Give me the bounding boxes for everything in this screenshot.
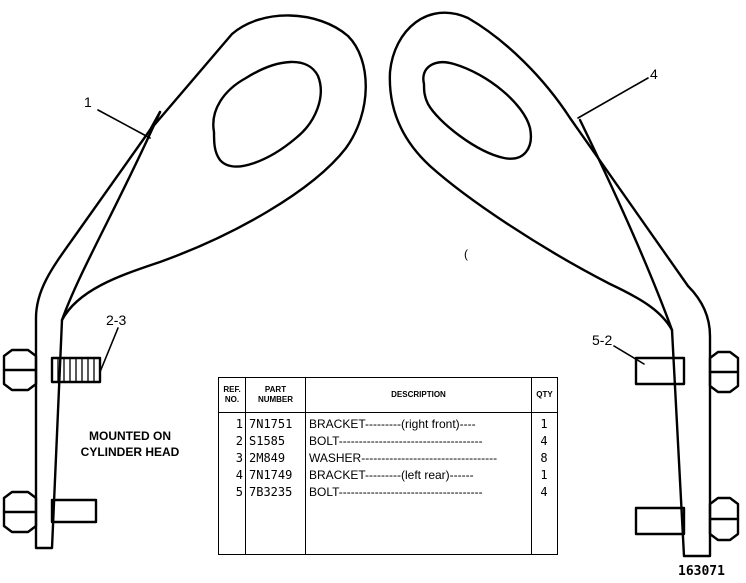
right-upper-bolt bbox=[634, 350, 740, 394]
cell-part-number: S1585 bbox=[249, 434, 286, 448]
callout-1: 1 bbox=[84, 94, 92, 110]
table-row: 3 2M849 WASHER--------------------------… bbox=[219, 451, 557, 468]
cell-ref: 3 bbox=[235, 451, 243, 465]
cell-qty: 4 bbox=[540, 485, 548, 499]
left-lower-bolt bbox=[2, 490, 98, 534]
header-description: DESCRIPTION bbox=[391, 390, 446, 399]
left-bracket bbox=[34, 14, 367, 550]
table-row: 1 7N1751 BRACKET---------(right front)--… bbox=[219, 417, 557, 434]
mounting-note: MOUNTED ON CYLINDER HEAD bbox=[72, 428, 188, 460]
table-divider bbox=[245, 378, 246, 554]
table-divider bbox=[531, 378, 532, 554]
cell-qty: 8 bbox=[540, 451, 548, 465]
table-row: 2 S1585 BOLT----------------------------… bbox=[219, 434, 557, 451]
cell-part-number: 7B3235 bbox=[249, 485, 293, 499]
cell-qty: 4 bbox=[540, 434, 548, 448]
callout-5-2: 5-2 bbox=[592, 332, 613, 348]
callout-2-3: 2-3 bbox=[106, 312, 127, 328]
header-qty: QTY bbox=[536, 390, 553, 399]
table-row: 5 7B3235 BOLT---------------------------… bbox=[219, 485, 557, 502]
cell-ref: 2 bbox=[235, 434, 243, 448]
cell-description: WASHER---------------------------------- bbox=[309, 451, 498, 465]
header-part-line2: NUMBER bbox=[257, 395, 294, 404]
cell-ref: 4 bbox=[235, 468, 243, 482]
cell-description: BOLT------------------------------------ bbox=[309, 485, 483, 499]
cell-qty: 1 bbox=[540, 417, 548, 431]
header-ref-no: REF.NO. bbox=[219, 378, 245, 412]
figure-number: 163071 bbox=[678, 564, 725, 579]
cell-part-number: 7N1749 bbox=[249, 468, 293, 482]
mounting-note-line2: CYLINDER HEAD bbox=[80, 445, 180, 459]
header-ref-line1: REF. bbox=[223, 385, 241, 394]
left-upper-bolt bbox=[2, 348, 102, 392]
cell-part-number: 7N1751 bbox=[249, 417, 293, 431]
cell-description: BRACKET---------(right front)---- bbox=[309, 417, 476, 431]
cell-description: BOLT------------------------------------ bbox=[309, 434, 483, 448]
header-ref-line2: NO. bbox=[224, 395, 240, 404]
right-lower-bolt bbox=[634, 496, 740, 542]
cell-ref: 1 bbox=[235, 417, 243, 431]
header-part-line1: PART bbox=[264, 385, 287, 394]
cell-qty: 1 bbox=[540, 468, 548, 482]
table-row: 4 7N1749 BRACKET---------(left rear)----… bbox=[219, 468, 557, 485]
mounting-note-line1: MOUNTED ON bbox=[89, 429, 171, 443]
callout-4: 4 bbox=[650, 66, 658, 82]
table-divider bbox=[305, 378, 306, 554]
cell-description: BRACKET---------(left rear)------ bbox=[309, 468, 474, 482]
cell-part-number: 2M849 bbox=[249, 451, 286, 465]
leader-lines bbox=[97, 77, 649, 373]
stray-mark: ( bbox=[464, 247, 468, 261]
cell-ref: 5 bbox=[235, 485, 243, 499]
table-header-divider bbox=[219, 412, 557, 413]
right-bracket bbox=[388, 11, 712, 558]
